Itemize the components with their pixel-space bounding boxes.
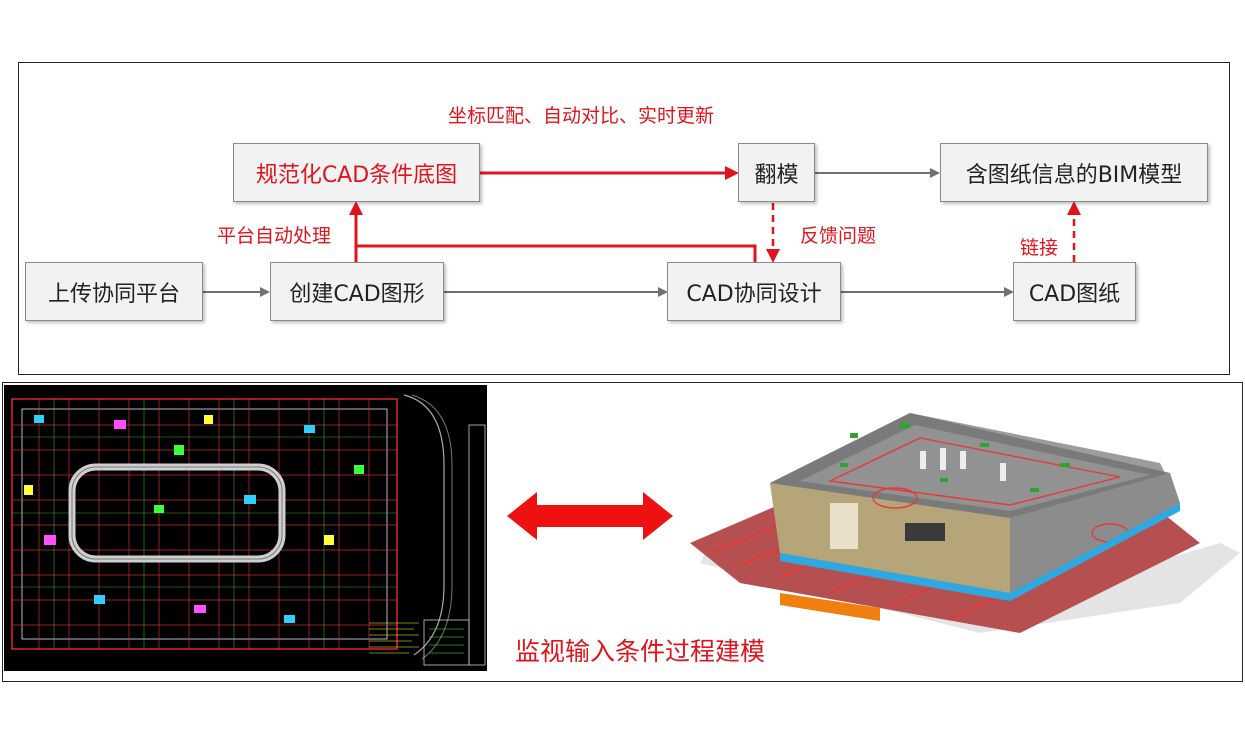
node-std-base-map: 规范化CAD条件底图 (233, 143, 480, 202)
label-feedback: 反馈问题 (800, 225, 877, 247)
edge-collab-stdbase (356, 244, 757, 262)
node-upload-platform: 上传协同平台 (25, 262, 203, 321)
caption-monitor-modeling: 监视输入条件过程建模 (515, 637, 766, 666)
flow-diagram-panel (18, 62, 1230, 375)
bim-model-image (680, 393, 1240, 655)
node-cad-collab: CAD协同设计 (667, 262, 841, 321)
label-auto-process: 平台自动处理 (217, 225, 332, 247)
double-arrow-icon (507, 492, 673, 540)
cad-drawing-image (4, 385, 487, 671)
node-remodel: 翻模 (738, 143, 815, 202)
label-link: 链接 (1020, 237, 1059, 259)
node-create-cad: 创建CAD图形 (270, 262, 444, 321)
node-bim-model: 含图纸信息的BIM模型 (940, 143, 1208, 202)
node-cad-drawing: CAD图纸 (1013, 262, 1136, 321)
label-coord-match: 坐标匹配、自动对比、实时更新 (448, 105, 715, 127)
